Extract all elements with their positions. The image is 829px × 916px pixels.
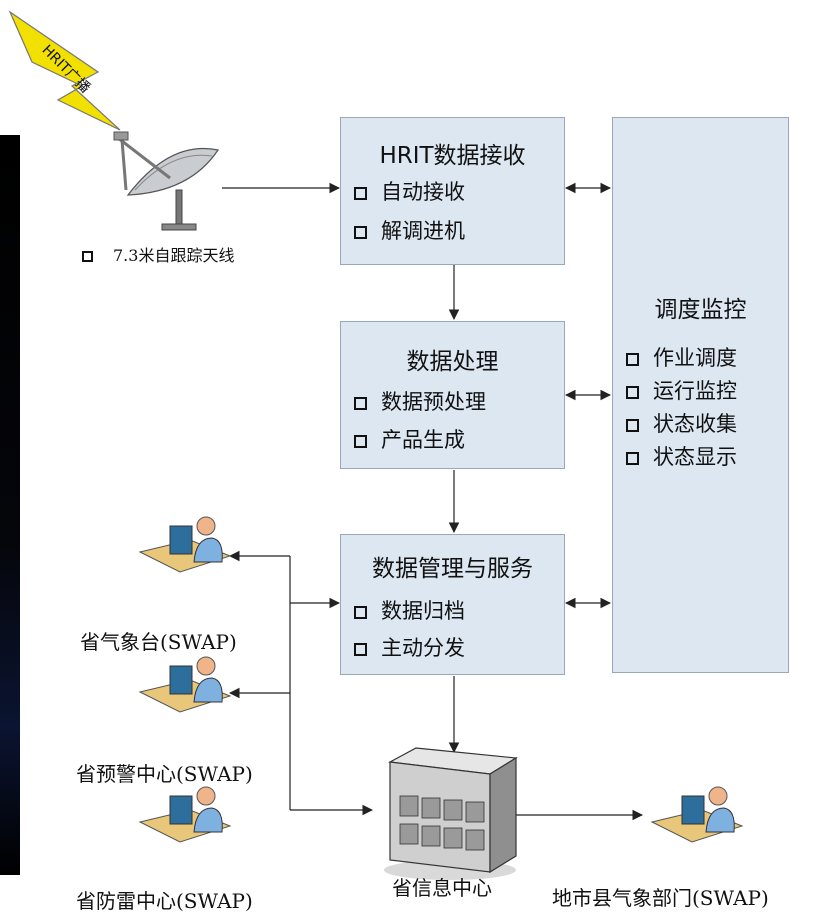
user-label-provincial-warning-center: 省预警中心(SWAP) <box>76 762 253 786</box>
user-label-city-county-bureaus: 地市县气象部门(SWAP) <box>552 886 769 910</box>
checkbox-icon <box>354 226 367 239</box>
manage-item-label: 数据归档 <box>381 599 465 623</box>
monitor-item-running: 运行监控 <box>626 375 737 405</box>
dark-side-strip <box>0 135 20 875</box>
checkbox-icon <box>626 386 639 399</box>
checkbox-icon <box>354 187 367 200</box>
data-management-title: 数据管理与服务 <box>372 556 533 582</box>
antenna-caption: 7.3米自跟踪天线 <box>82 242 234 266</box>
checkbox-icon <box>626 452 639 465</box>
data-processing-title: 数据处理 <box>406 349 499 375</box>
data-management-box: 数据管理与服务 数据归档 主动分发 <box>340 534 565 675</box>
checkbox-icon <box>82 251 93 262</box>
checkbox-icon <box>354 435 367 448</box>
monitor-item-label: 作业调度 <box>653 346 737 370</box>
workstation-user-icon <box>138 516 232 573</box>
monitor-item-status-collect: 状态收集 <box>626 408 737 438</box>
checkbox-icon <box>626 353 639 366</box>
manage-item-archive: 数据归档 <box>354 595 465 625</box>
process-item-label: 数据预处理 <box>381 390 486 414</box>
data-processing-box: 数据处理 数据预处理 产品生成 <box>340 321 565 469</box>
workstation-user-icon <box>650 786 744 843</box>
receive-item-label: 自动接收 <box>381 180 465 204</box>
server-label: 省信息中心 <box>392 876 492 900</box>
process-item-products: 产品生成 <box>354 424 465 454</box>
checkbox-icon <box>354 397 367 410</box>
scheduling-monitor-title: 调度监控 <box>654 297 747 323</box>
user-label-provincial-lightning-center: 省防雷中心(SWAP) <box>76 889 253 913</box>
user-label-provincial-observatory: 省气象台(SWAP) <box>80 630 237 654</box>
monitor-item-status-display: 状态显示 <box>626 441 737 471</box>
manage-item-label: 主动分发 <box>381 636 465 660</box>
distribution-bus <box>228 550 374 816</box>
antenna-label: 7.3米自跟踪天线 <box>113 246 235 265</box>
process-item-preprocess: 数据预处理 <box>354 386 486 416</box>
receive-item-demod: 解调进机 <box>354 215 465 245</box>
checkbox-icon <box>626 419 639 432</box>
process-item-label: 产品生成 <box>381 428 465 452</box>
checkbox-icon <box>354 606 367 619</box>
scheduling-monitor-box: 调度监控 作业调度 运行监控 状态收集 状态显示 <box>612 117 789 673</box>
workstation-user-icon <box>138 786 232 843</box>
checkbox-icon <box>354 643 367 656</box>
workstation-user-icon <box>138 656 232 713</box>
receive-item-label: 解调进机 <box>381 219 465 243</box>
manage-item-distribute: 主动分发 <box>354 632 465 662</box>
hrit-receive-box: HRIT数据接收 自动接收 解调进机 <box>340 117 565 265</box>
hrit-receive-title: HRIT数据接收 <box>379 143 526 169</box>
monitor-item-label: 状态收集 <box>653 412 737 436</box>
monitor-item-label: 运行监控 <box>653 379 737 403</box>
monitor-item-label: 状态显示 <box>653 445 737 469</box>
monitor-item-scheduling: 作业调度 <box>626 342 737 372</box>
receive-item-auto: 自动接收 <box>354 176 465 206</box>
